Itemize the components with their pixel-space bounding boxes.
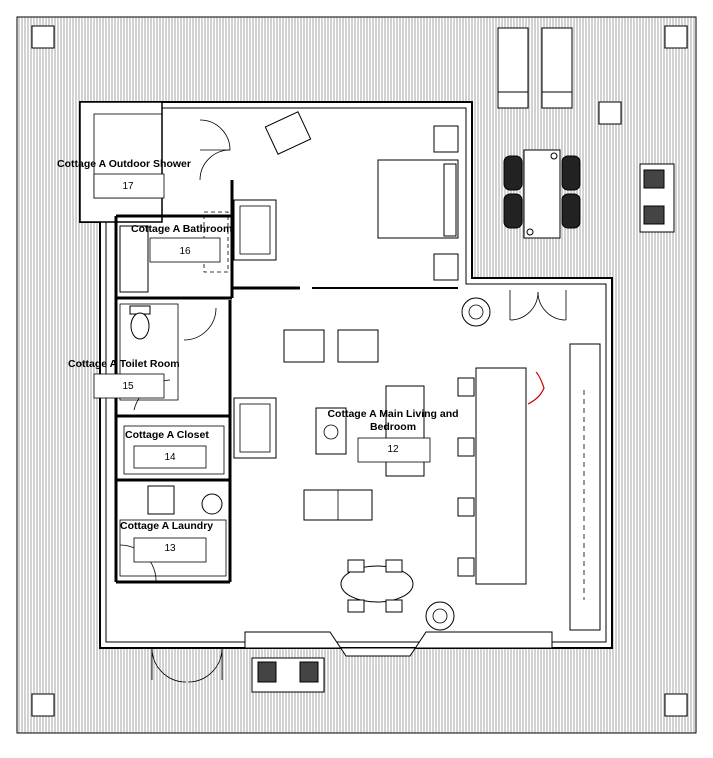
room-label-laundry: Cottage A Laundry — [120, 520, 213, 532]
armchair-left-lower — [233, 397, 277, 459]
room-number-12: 12 — [387, 444, 399, 455]
deck-chair-2 — [503, 193, 523, 229]
door-deck-right — [537, 290, 567, 321]
plant-table — [323, 424, 339, 440]
stool-1 — [457, 377, 475, 397]
dining-chair-2 — [385, 559, 403, 573]
dining-chair-1 — [347, 559, 365, 573]
door-shower-swing-2 — [199, 149, 231, 181]
kitchen-island — [475, 367, 527, 585]
corner-post-top-left — [31, 25, 55, 49]
armchair-left-upper — [233, 199, 277, 261]
room-tag-box-12 — [357, 437, 431, 463]
toilet-room-counter — [119, 303, 179, 401]
room-label-main-living-line2: Bedroom — [370, 421, 416, 433]
post-mid — [598, 101, 622, 125]
chair-a — [283, 329, 325, 363]
outer-wall-inner-line — [86, 107, 607, 643]
room-label-main-living-line1: Cottage A Main Living and — [327, 408, 458, 420]
armchair-rotated — [264, 111, 312, 155]
room-number-16: 16 — [179, 246, 191, 257]
room-tag-box-17 — [93, 173, 165, 199]
plant-lower — [425, 601, 455, 631]
deck-table-dot-top — [550, 152, 558, 160]
dining-chair-3 — [347, 599, 365, 613]
corner-post-bottom-left — [31, 693, 55, 717]
room-label-bathroom: Cottage A Bathroom — [131, 223, 232, 235]
stool-2 — [457, 437, 475, 457]
lounge-chair-2-head — [541, 91, 573, 109]
room-number-13: 13 — [164, 543, 176, 554]
deck-bench-right-seat-2 — [643, 205, 665, 225]
toilet-bowl — [130, 312, 150, 340]
door-toilet-swing — [183, 307, 217, 341]
corner-post-bottom-right — [664, 693, 688, 717]
room-tag-box-15 — [93, 373, 165, 399]
lounge-chair-1-head — [497, 91, 529, 109]
room-label-toilet-room: Cottage A Toilet Room — [68, 358, 180, 370]
room-label-outdoor-shower: Cottage A Outdoor Shower — [57, 158, 191, 170]
plant-upper — [461, 297, 491, 327]
armchair-left-lower-seat — [239, 403, 271, 453]
bay-window — [244, 631, 553, 657]
plant-upper-inner — [468, 304, 484, 320]
coffee-table — [315, 407, 347, 455]
deck-bench-bottom-seat-2 — [299, 661, 319, 683]
plant-lower-inner — [432, 608, 448, 624]
corner-post-top-right — [664, 25, 688, 49]
room-number-15: 15 — [122, 381, 134, 392]
stool-4 — [457, 557, 475, 577]
deck-table — [523, 149, 561, 239]
deck-bench-bottom-seat-1 — [257, 661, 277, 683]
room-label-closet: Cottage A Closet — [125, 429, 209, 441]
nightstand-top — [433, 125, 459, 153]
dining-table — [340, 565, 414, 603]
bath-vanity — [119, 225, 149, 293]
room-number-17: 17 — [122, 181, 134, 192]
room-tag-box-14 — [133, 445, 207, 469]
laundry-counter — [119, 519, 227, 577]
stool-3 — [457, 497, 475, 517]
door-deck-left — [509, 290, 539, 321]
room-tag-box-16 — [149, 237, 221, 263]
room-tag-box-13 — [133, 537, 207, 563]
dining-chair-4 — [385, 599, 403, 613]
deck-table-dot-bottom — [526, 228, 534, 236]
laundry-dryer — [201, 493, 223, 515]
laundry-washer — [147, 485, 175, 515]
door-shower-swing — [199, 119, 231, 151]
red-markup — [527, 371, 545, 405]
deck-bench-right-seat-1 — [643, 169, 665, 189]
deck-chair-3 — [561, 155, 581, 191]
closet-rod — [123, 425, 225, 475]
bed-headboard — [443, 163, 457, 237]
door-front-left — [151, 647, 187, 683]
kitchen-counter — [569, 343, 601, 631]
door-front-right — [187, 647, 223, 683]
room-number-14: 14 — [164, 452, 176, 463]
deck-chair-1 — [503, 155, 523, 191]
chair-b — [337, 329, 379, 363]
deck-chair-4 — [561, 193, 581, 229]
armchair-left-upper-seat — [239, 205, 271, 255]
nightstand-bottom — [433, 253, 459, 281]
